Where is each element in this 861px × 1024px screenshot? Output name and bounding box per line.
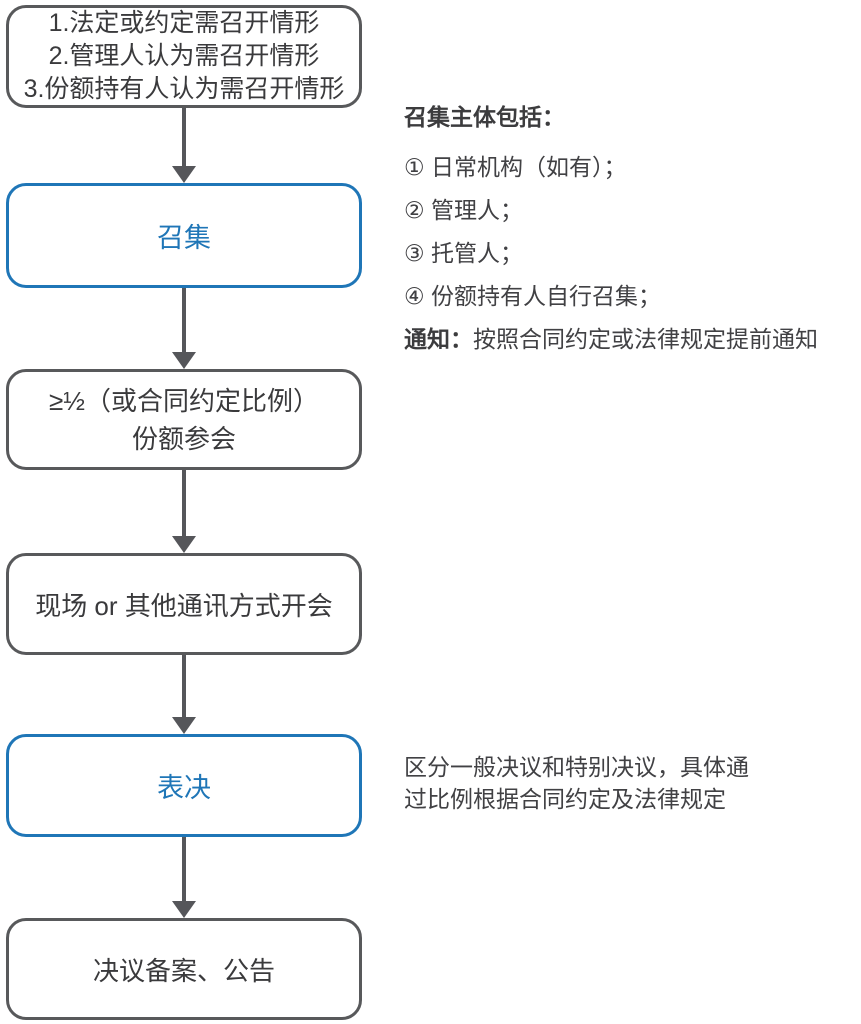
flow-box-line: 召集 <box>157 223 211 253</box>
callout-vote-line: 区分一般决议和特别决议，具体通 <box>404 754 749 780</box>
arrow-head <box>171 536 196 553</box>
down-arrow-icon <box>171 288 196 369</box>
arrow-head <box>171 352 196 369</box>
down-arrow-icon <box>171 837 196 918</box>
callout-item: ① 日常机构（如有）； <box>404 154 627 180</box>
flow-box-vote: 表决 <box>6 734 362 837</box>
callout-vote-rule: 区分一般决议和特别决议，具体通 过比例根据合同约定及法律规定 <box>404 751 834 815</box>
flow-box-text: 召集 <box>157 216 211 255</box>
arrow-stem <box>181 470 186 536</box>
arrow-stem <box>181 288 186 352</box>
flow-box-text: 现场 or 其他通讯方式开会 <box>35 586 333 623</box>
arrow-stem <box>181 655 186 717</box>
arrow-head <box>171 166 196 183</box>
flow-box-convene: 召集 <box>6 183 362 288</box>
callout-notice: 通知：按照合同约定或法律规定提前通知 <box>404 324 860 354</box>
flow-box-trigger-conditions: 1.法定或约定需召开情形 2.管理人认为需召开情形 3.份额持有人认为需召开情形 <box>6 5 362 108</box>
arrow-head <box>171 901 196 918</box>
flow-box-line: 2.管理人认为需召开情形 <box>48 42 320 70</box>
down-arrow-icon <box>171 470 196 553</box>
flow-box-line: 决议备案、公告 <box>92 955 275 986</box>
flow-box-line: ≥½（或合同约定比例） <box>49 385 319 416</box>
flow-box-text: 1.法定或约定需召开情形 2.管理人认为需召开情形 3.份额持有人认为需召开情形 <box>24 7 345 106</box>
down-arrow-icon <box>171 108 196 183</box>
flow-box-line: 现场 or 其他通讯方式开会 <box>35 590 333 621</box>
flow-box-line: 份额参会 <box>131 423 236 454</box>
callout-vote-line: 过比例根据合同约定及法律规定 <box>404 786 726 812</box>
flow-box-meeting-form: 现场 or 其他通讯方式开会 <box>6 553 362 655</box>
arrow-stem <box>181 108 186 166</box>
callout-item: ③ 托管人； <box>404 240 524 266</box>
flow-box-text: 决议备案、公告 <box>93 951 275 988</box>
flow-box-quorum: ≥½（或合同约定比例） 份额参会 <box>6 369 362 470</box>
flow-box-line: 1.法定或约定需召开情形 <box>48 9 320 37</box>
arrow-stem <box>181 837 186 901</box>
flow-box-line: 表决 <box>157 773 211 803</box>
callout-item: ② 管理人； <box>404 197 524 223</box>
notice-text: 按照合同约定或法律规定提前通知 <box>473 326 818 352</box>
callout-convene-subjects: 召集主体包括： ① 日常机构（如有）； ② 管理人； ③ 托管人； ④ 份额持有… <box>404 101 860 354</box>
flow-box-line: 3.份额持有人认为需召开情形 <box>23 75 345 103</box>
callout-heading: 召集主体包括： <box>404 104 565 130</box>
callout-item: ④ 份额持有人自行召集； <box>404 283 662 309</box>
flow-box-filing: 决议备案、公告 <box>6 918 362 1020</box>
down-arrow-icon <box>171 655 196 734</box>
flow-box-text: ≥½（或合同约定比例） 份额参会 <box>49 382 319 458</box>
arrow-head <box>171 717 196 734</box>
flow-box-text: 表决 <box>157 766 211 805</box>
notice-label: 通知： <box>404 326 473 352</box>
